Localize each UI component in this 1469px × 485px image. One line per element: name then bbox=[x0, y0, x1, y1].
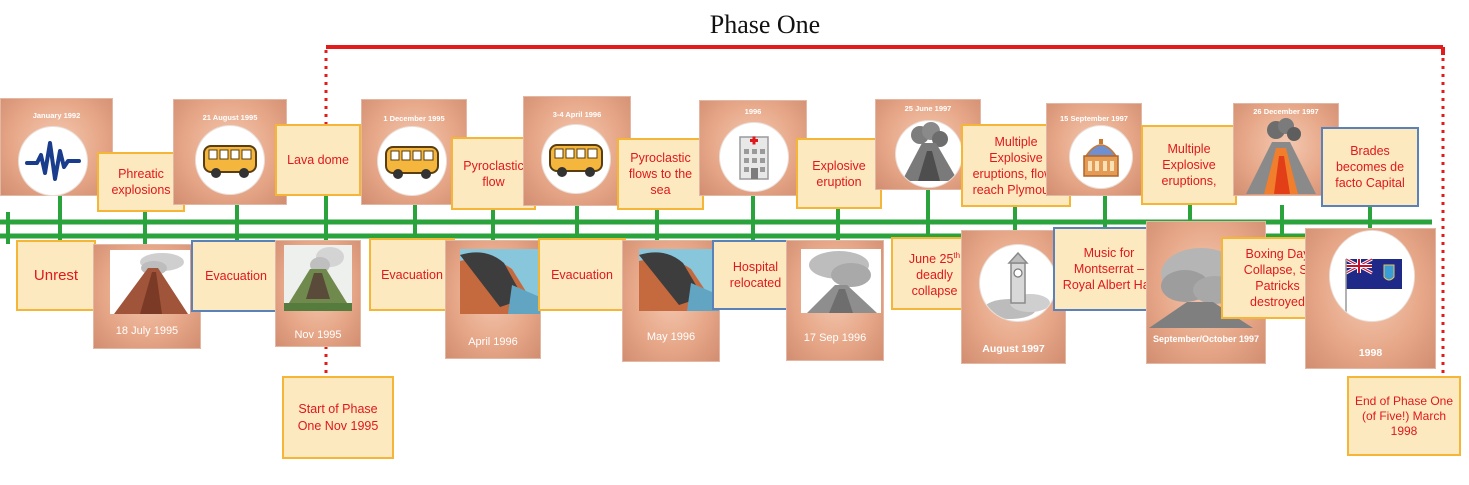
event-card-jun-1997: 25 June 1997 bbox=[875, 99, 981, 190]
label-pyroclastic-flows-to-sea: Pyroclastic flows to the sea bbox=[617, 138, 704, 210]
event-date: April 1996 bbox=[468, 336, 518, 348]
label-brades-capital: Brades becomes de facto Capital bbox=[1321, 127, 1419, 207]
event-date: 1 December 1995 bbox=[383, 114, 445, 123]
event-date: 1996 bbox=[744, 107, 762, 116]
event-card-jul-1995: 18 July 1995 bbox=[93, 244, 201, 349]
event-date: 25 June 1997 bbox=[904, 104, 952, 113]
label-explosive-eruption: Explosive eruption bbox=[796, 138, 882, 209]
event-date: 26 December 1997 bbox=[1253, 107, 1319, 116]
event-card-apr-1996-photo: April 1996 bbox=[445, 240, 541, 359]
event-card-sep-1996: 17 Sep 1996 bbox=[786, 240, 884, 361]
event-date: 3-4 April 1996 bbox=[552, 110, 602, 119]
label-lava-dome: Lava dome bbox=[275, 124, 361, 196]
label-unrest: Unrest bbox=[16, 240, 96, 311]
volcano-image bbox=[110, 250, 190, 314]
event-date: 17 Sep 1996 bbox=[803, 332, 867, 344]
event-card-nov-1995: Nov 1995 bbox=[275, 240, 361, 347]
event-date: January 1992 bbox=[32, 111, 81, 120]
label-june-25-text: June 25th deadly collapse bbox=[908, 250, 961, 299]
event-date: Nov 1995 bbox=[294, 329, 342, 341]
montserrat-flag-icon bbox=[1330, 231, 1414, 321]
label-evacuation-1: Evacuation bbox=[191, 240, 281, 312]
event-date: 1998 bbox=[1358, 347, 1383, 359]
event-card-aug-1997: August 1997 bbox=[961, 230, 1066, 364]
label-hospital-relocated: Hospital relocated bbox=[712, 240, 799, 310]
pyroclastic-sea-image bbox=[639, 249, 719, 311]
event-card-dec-1995: 1 December 1995 bbox=[361, 99, 467, 205]
bus-icon bbox=[542, 125, 610, 193]
diagram-title: Phase One bbox=[709, 10, 821, 39]
bus-icon bbox=[196, 126, 264, 194]
erupting-volcano-icon bbox=[1242, 116, 1320, 196]
event-date: May 1996 bbox=[646, 331, 696, 343]
label-evacuation-2: Evacuation bbox=[369, 238, 455, 311]
pyroclastic-flow-image bbox=[460, 249, 540, 314]
event-date: 21 August 1995 bbox=[202, 113, 258, 122]
event-date: September/October 1997 bbox=[1152, 334, 1260, 344]
bus-icon bbox=[378, 127, 446, 195]
event-card-1998: 1998 bbox=[1305, 228, 1436, 369]
event-card-may-1996: May 1996 bbox=[622, 240, 720, 362]
event-date: 15 September 1997 bbox=[1060, 114, 1128, 123]
explosive-eruption-image bbox=[801, 249, 881, 313]
lava-dome-image bbox=[284, 245, 352, 311]
event-card-jan-1992: January 1992 bbox=[0, 98, 113, 196]
label-pyroclastic-flow: Pyroclastic flow bbox=[451, 137, 536, 210]
volcano-collapse-icon bbox=[896, 121, 962, 187]
seismograph-icon bbox=[19, 127, 87, 195]
hospital-icon bbox=[720, 123, 788, 191]
label-end-of-phase-one: End of Phase One (of Five!) March 1998 bbox=[1347, 376, 1461, 456]
label-start-of-phase-one: Start of Phase One Nov 1995 bbox=[282, 376, 394, 459]
label-evacuation-3: Evacuation bbox=[538, 238, 626, 311]
event-card-1996: 1996 bbox=[699, 100, 807, 196]
royal-albert-hall-icon bbox=[1070, 126, 1132, 188]
clock-tower-icon bbox=[980, 245, 1056, 321]
event-date: 18 July 1995 bbox=[115, 325, 179, 337]
event-card-sep-1997: 15 September 1997 bbox=[1046, 103, 1142, 196]
label-multiple-explosive-eruptions: Multiple Explosive eruptions, bbox=[1141, 125, 1237, 205]
event-card-aug-1995: 21 August 1995 bbox=[173, 99, 287, 205]
event-card-apr-1996: 3-4 April 1996 bbox=[523, 96, 631, 206]
label-phreatic-explosions: Phreatic explosions bbox=[97, 152, 185, 212]
event-date: August 1997 bbox=[982, 343, 1045, 355]
